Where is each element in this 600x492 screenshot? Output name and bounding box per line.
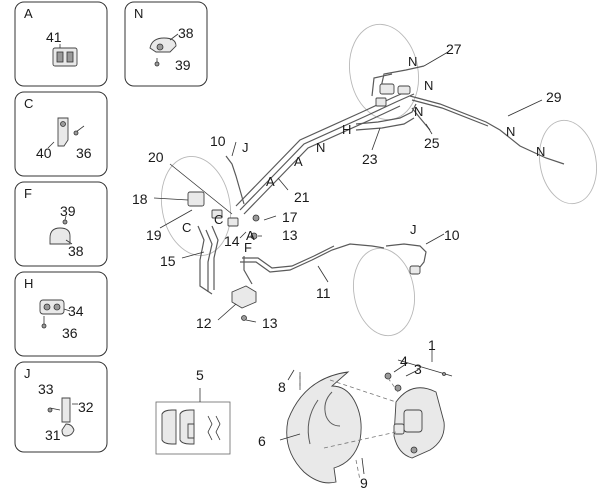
brake-pads-group [155,388,231,455]
inset-c-callout-40: 40 [36,145,52,161]
callout-4: 4 [400,353,408,369]
callout-13-upper: 13 [282,227,298,243]
callout-8: 8 [278,379,286,395]
front-fittings [187,83,421,321]
inset-a-callout-41: 41 [46,29,62,45]
inset-f-callout-39: 39 [60,203,76,219]
abs-sensor-12-part [231,285,257,309]
inset-h-callout-34: 34 [68,303,84,319]
letter-j-front-right: J [410,222,417,237]
inset-n-callout-39: 39 [175,57,191,73]
letter-n-1: N [408,54,417,69]
letter-c-1: C [214,212,223,227]
callout-9: 9 [360,475,368,491]
inset-j: J 33 32 31 [14,361,108,453]
letter-n-4: N [316,140,325,155]
brake-disc-shield [286,371,362,484]
callout-27: 27 [446,41,462,57]
letter-a-3: A [246,228,255,243]
callout-10-front-left: 10 [210,133,226,149]
callout-20: 20 [148,149,164,165]
callout-5: 5 [196,367,204,383]
callout-14: 14 [224,233,240,249]
grommet-clip-part [49,215,73,245]
letter-a-1: A [294,154,303,169]
inset-j-callout-32: 32 [78,399,94,415]
letter-j-front-left: J [242,140,249,155]
callout-18: 18 [132,191,148,207]
inset-f-title: F [24,186,32,201]
callout-29: 29 [546,89,562,105]
letter-c-2: C [182,220,191,235]
inset-j-callout-31: 31 [45,427,61,443]
callout-13-lower: 13 [262,315,278,331]
double-clip-part [39,299,71,329]
inset-h-title: H [24,276,33,291]
callout-19: 19 [146,227,162,243]
inset-a: A 41 [14,1,108,87]
inset-c-callout-36: 36 [76,145,92,161]
letter-n-6: N [536,144,545,159]
callout-1: 1 [428,337,436,353]
inset-c-title: C [24,96,33,111]
wheel-outlines [160,23,597,337]
hose-bracket-j-part [47,397,78,437]
letter-n-5: N [506,124,515,139]
callout-25: 25 [424,135,440,151]
callout-6: 6 [258,433,266,449]
inset-c: C 40 36 [14,91,108,177]
callout-numbers: 10 20 18 19 14 17 13 21 15 12 13 11 10 2… [132,41,562,491]
letter-f: F [244,240,252,255]
brake-pipes [197,65,565,295]
callout-11: 11 [316,285,331,301]
leader-lines [153,51,543,475]
brake-caliper [384,359,453,459]
callout-21: 21 [294,189,310,205]
inset-f-callout-38: 38 [68,243,84,259]
assembly-lines [299,372,399,481]
inset-h: H 34 36 [14,271,108,357]
inset-j-callout-33: 33 [38,381,54,397]
inset-n-title: N [134,6,143,21]
letter-n-2: N [424,78,433,93]
inset-j-title: J [24,366,31,381]
bracket-18-part [187,191,205,207]
hose-bracket-part [47,117,85,149]
callout-15: 15 [160,253,176,269]
inset-h-callout-36: 36 [62,325,78,341]
callout-3: 3 [414,361,422,377]
letter-n-3: N [414,104,423,119]
callout-10-front-right: 10 [444,227,460,243]
callout-23: 23 [362,151,378,167]
letter-h: H [342,122,351,137]
inset-n: N 38 39 [124,1,208,87]
inset-f: F 39 38 [14,181,108,267]
bracket-clip-part [52,44,78,67]
location-letters: J J N N N N N A A A C C F H [182,54,515,255]
inset-n-callout-38: 38 [178,25,194,41]
letter-a-2: A [266,174,275,189]
pipe-clip-part [149,33,179,67]
inset-a-title: A [24,6,33,21]
callout-12: 12 [196,315,212,331]
callout-17: 17 [282,209,298,225]
